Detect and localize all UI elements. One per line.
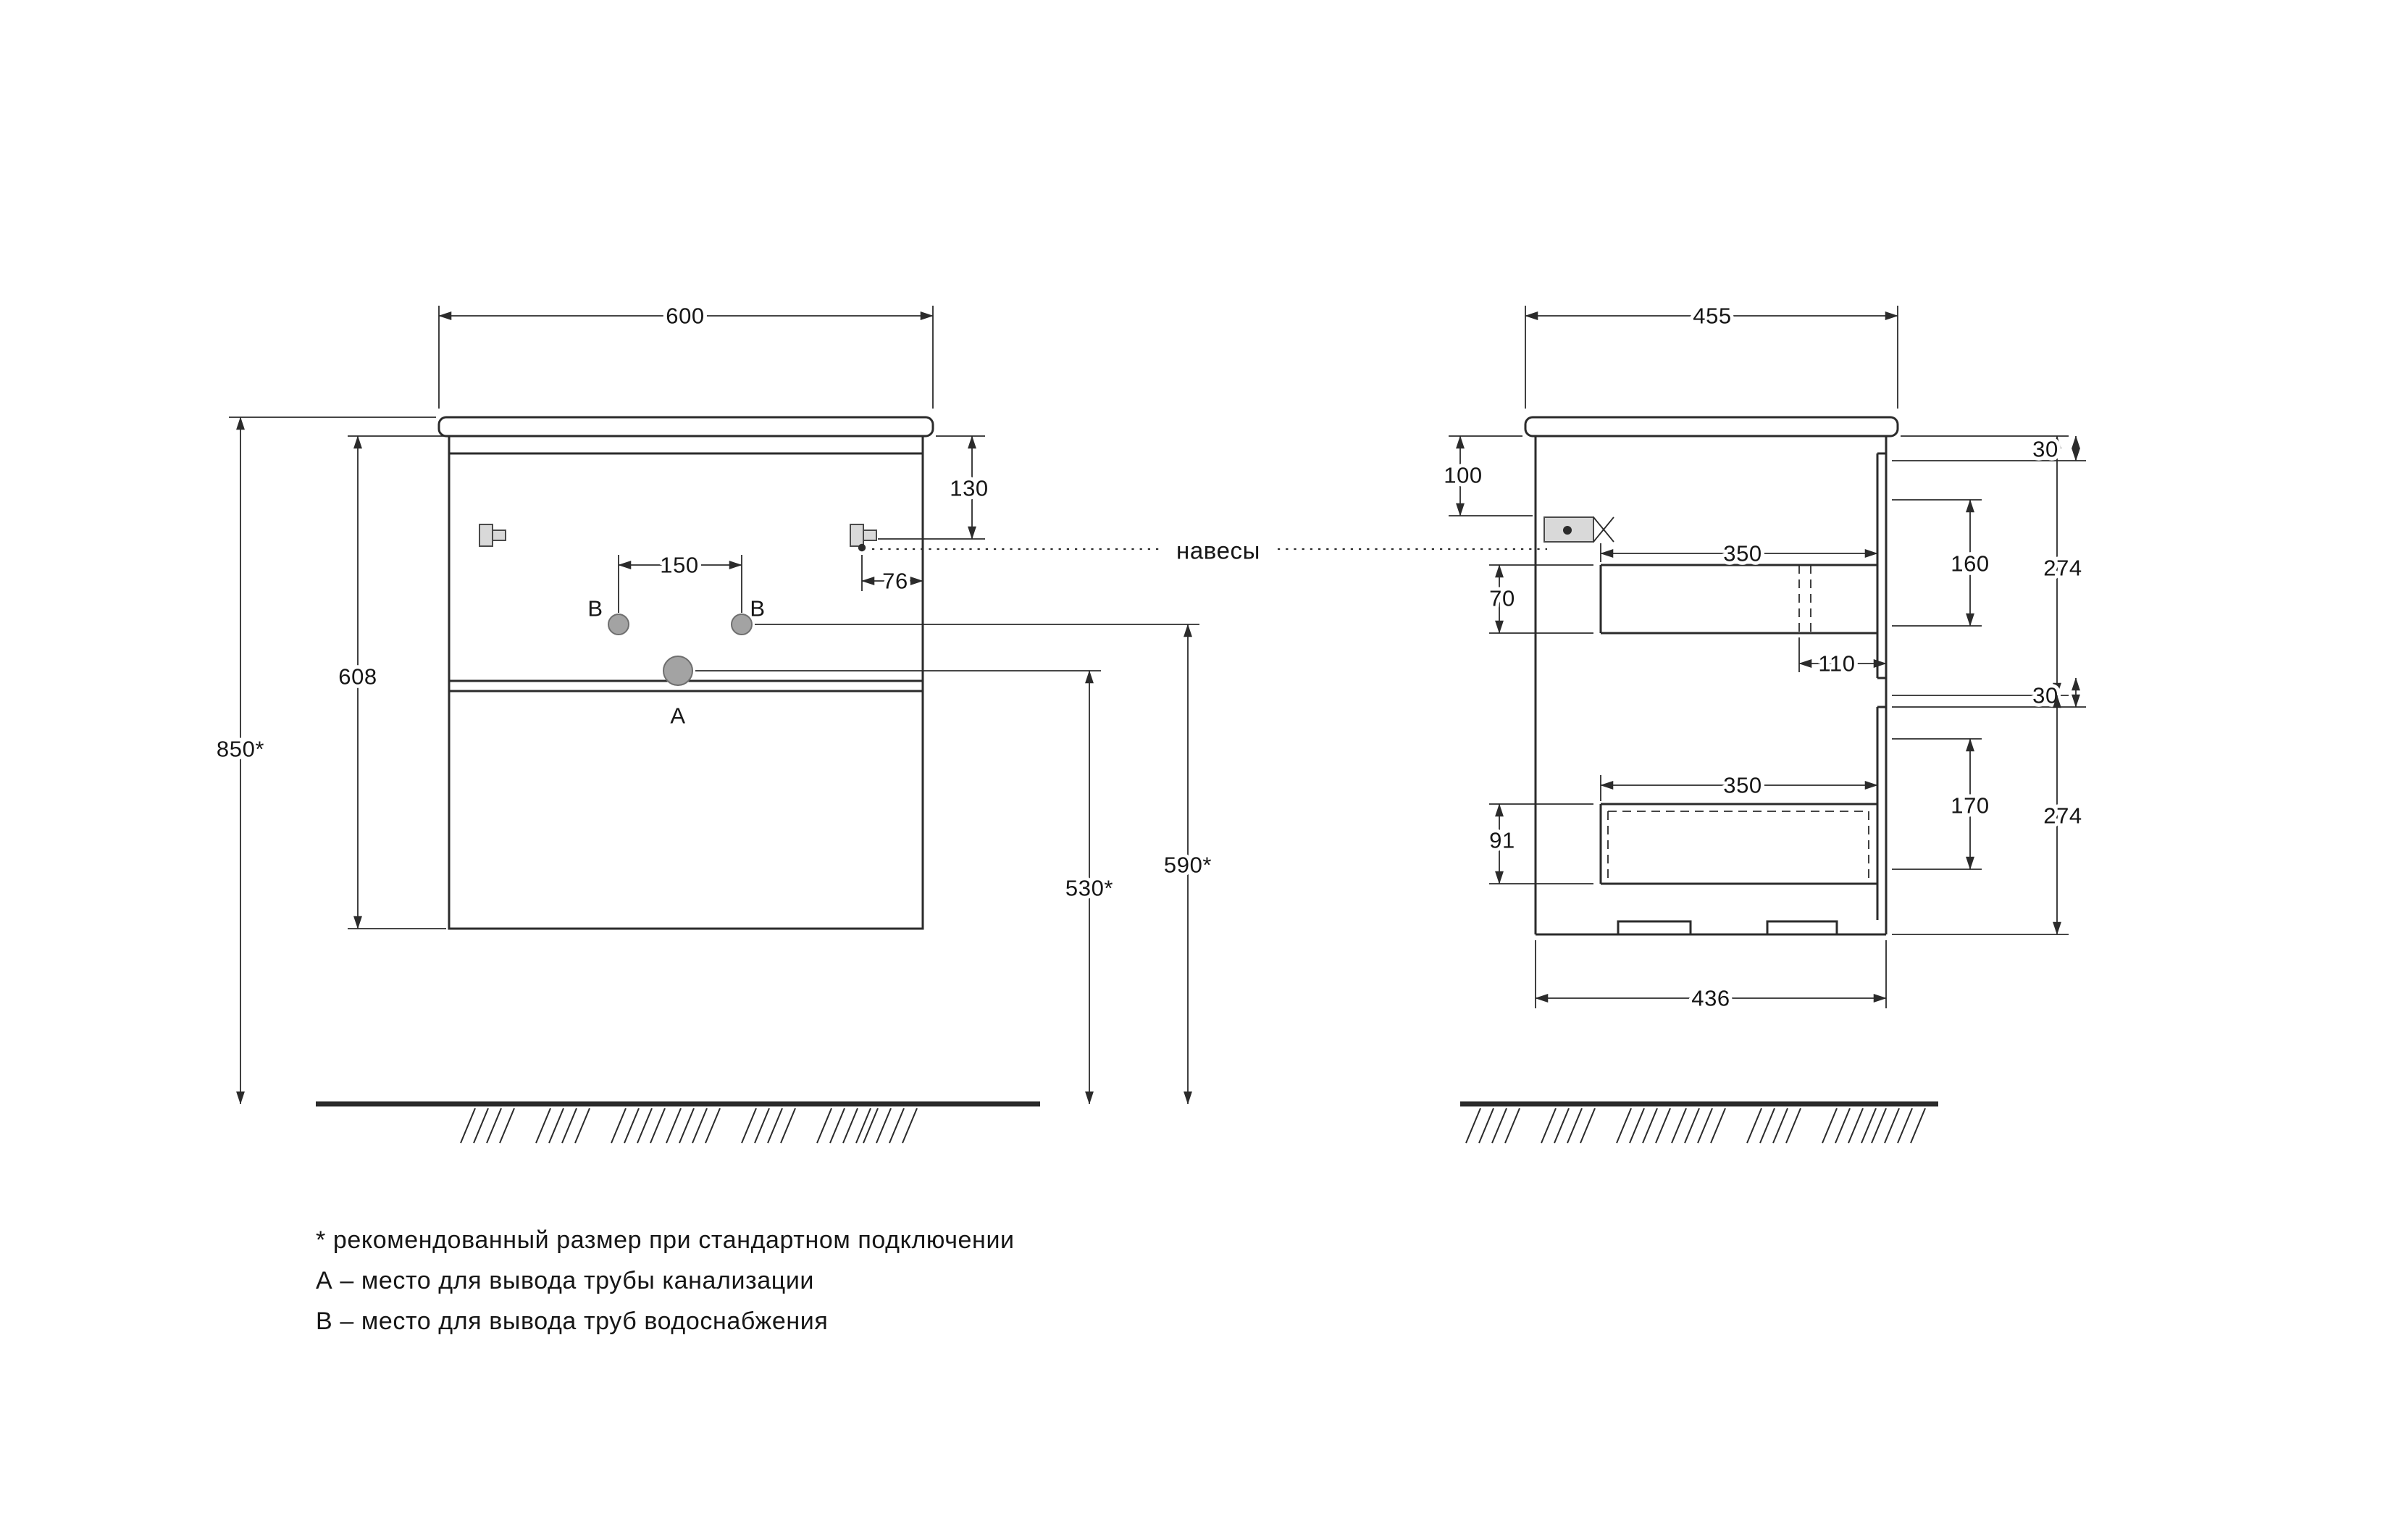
dim-label-350-bottom: 350 — [1723, 773, 1762, 798]
hangers-label: навесы — [1176, 537, 1260, 564]
dim-label-455: 455 — [1693, 304, 1732, 329]
dim-530: 530* — [695, 670, 1116, 1105]
dim-600: 600 — [438, 300, 934, 409]
upper-drawer-box — [1599, 564, 1877, 635]
dim-label-608: 608 — [338, 664, 377, 690]
dim-170: 170 — [1892, 738, 1993, 870]
lower-drawer-box — [1599, 803, 1877, 885]
dim-455: 455 — [1525, 300, 1898, 409]
dim-label-91: 91 — [1489, 828, 1515, 853]
footnote-b-definition: В – место для вывода труб водоснабжения — [316, 1307, 828, 1335]
dim-label-110: 110 — [1818, 651, 1855, 677]
dim-label-150: 150 — [660, 553, 699, 578]
dim-label-170: 170 — [1951, 793, 1990, 819]
dim-label-600: 600 — [666, 304, 705, 329]
side-view — [1524, 416, 1899, 936]
dim-label-160: 160 — [1951, 551, 1990, 577]
front-countertop — [437, 416, 934, 438]
dim-label-70: 70 — [1489, 586, 1515, 611]
footnote-recommended-size: * рекомендованный размер при стандартном… — [316, 1226, 1015, 1254]
side-dimensions: 455 100 70 350 160 — [1440, 300, 2086, 1015]
dim-30-top: 30 — [1892, 433, 2086, 466]
hangers-callout: навесы — [872, 537, 1547, 564]
dim-label-130: 130 — [950, 476, 989, 501]
point-label-b-right: В — [750, 596, 765, 622]
dim-160: 160 — [1892, 499, 1993, 627]
dim-label-76: 76 — [882, 569, 908, 594]
dim-150: 150 — [618, 549, 742, 613]
dim-350-top: 350 — [1600, 537, 1878, 570]
dim-608: 608 — [335, 435, 446, 929]
dim-76: 76 — [861, 555, 923, 598]
dim-label-100: 100 — [1444, 463, 1483, 488]
dim-436: 436 — [1535, 940, 1887, 1015]
dim-label-274-top: 274 — [2043, 556, 2082, 581]
plinth-notch-right — [1766, 920, 1838, 936]
dim-130: 130 — [878, 435, 992, 540]
hinge-icon-left — [479, 524, 506, 547]
dim-label-590: 590* — [1164, 853, 1212, 878]
floor-right — [1460, 1101, 1938, 1144]
front-view: В В А — [437, 416, 934, 930]
dim-label-530: 530* — [1065, 876, 1113, 901]
dim-label-350-top: 350 — [1723, 541, 1762, 566]
front-dimensions: 600 130 76 150 608 — [213, 300, 1215, 1105]
footnotes: * рекомендованный размер при стандартном… — [316, 1226, 1015, 1335]
floor-left — [316, 1101, 1040, 1144]
hinge-icon-right — [850, 524, 877, 552]
drain-outlet-hole — [663, 656, 693, 686]
water-outlet-hole-left — [608, 614, 629, 635]
dim-110: 110 — [1798, 637, 1887, 680]
dim-274-bottom: 274 — [1892, 695, 2085, 935]
water-outlet-hole-right — [731, 614, 753, 635]
dim-label-30-mid: 30 — [2032, 683, 2058, 708]
front-cabinet-body — [448, 435, 924, 930]
dim-label-436: 436 — [1691, 986, 1730, 1011]
dim-70: 70 — [1486, 564, 1593, 634]
point-label-a: А — [670, 703, 685, 729]
footnote-a-definition: А – место для вывода трубы канализации — [316, 1267, 814, 1294]
point-label-b-left: В — [587, 596, 603, 622]
dim-label-850: 850* — [217, 737, 264, 762]
dim-850: 850* — [213, 417, 436, 1105]
dim-label-30-top: 30 — [2032, 437, 2058, 462]
dim-350-bottom: 350 — [1600, 769, 1878, 802]
dim-590: 590* — [755, 624, 1215, 1105]
dim-274-top: 274 — [1892, 435, 2085, 696]
hanger-bracket-icon — [1543, 516, 1614, 543]
dim-label-274-bottom: 274 — [2043, 803, 2082, 829]
side-countertop — [1524, 416, 1899, 438]
dim-100: 100 — [1440, 435, 1533, 516]
plinth-notch-left — [1617, 920, 1692, 936]
dim-91: 91 — [1486, 803, 1593, 884]
